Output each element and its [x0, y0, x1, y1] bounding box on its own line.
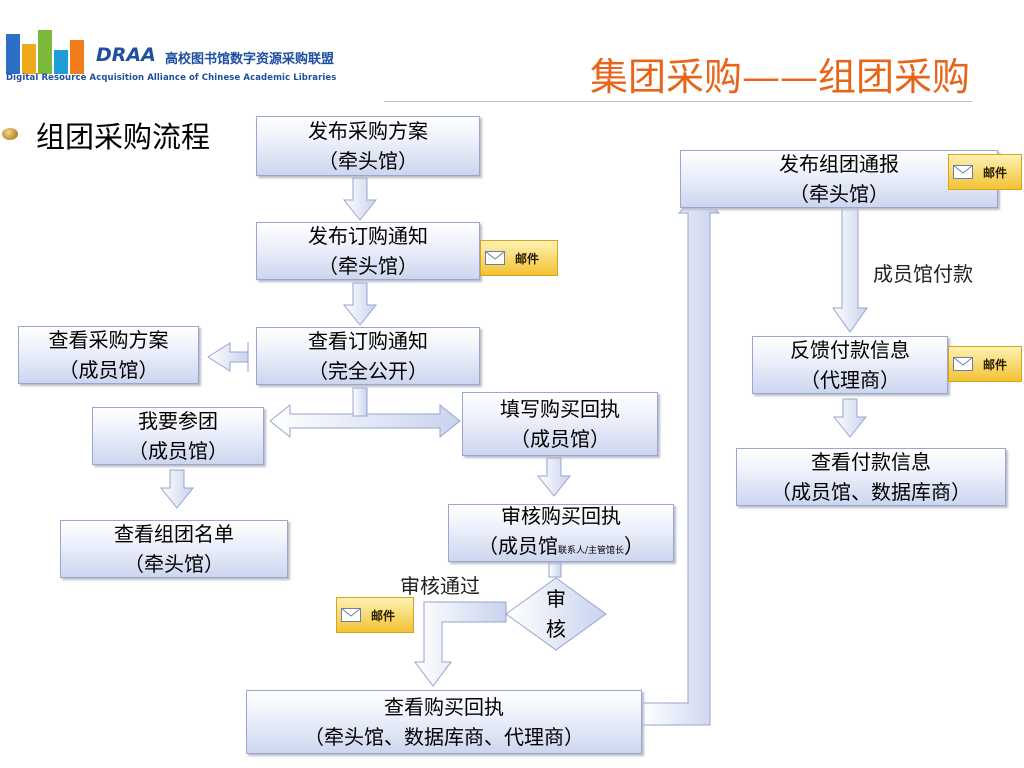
arrow-view-stub: [352, 387, 368, 417]
mail-label: 邮件: [371, 608, 396, 623]
box-line: （牵头馆）: [789, 182, 889, 206]
logo-main-text: DRAA: [96, 44, 156, 66]
box-line-small: 联系人/主管馆长: [557, 545, 625, 556]
box-view-plan: 查看采购方案 （成员馆）: [18, 326, 199, 384]
title-divider: [384, 101, 972, 102]
logo-chinese-text: 高校图书馆数字资源采购联盟: [165, 52, 335, 67]
diamond-label: 审 核: [536, 584, 576, 644]
box-publish-order: 发布订购通知 （牵头馆）: [256, 222, 480, 280]
arrow-order-to-view: [342, 282, 378, 326]
mail-badge: 邮件: [480, 240, 558, 276]
diamond-line: 审: [546, 587, 566, 611]
mail-badge: 邮件: [948, 154, 1022, 190]
arrow-receipt-to-report: [641, 190, 721, 726]
arrow-review-to-diamond: [548, 562, 562, 578]
box-line: （完全公开）: [308, 359, 428, 383]
page-title: 集团采购——组团采购: [589, 55, 970, 99]
arrow-feedback-to-payment: [832, 398, 868, 438]
envelope-icon: [953, 357, 973, 371]
box-view-list: 查看组团名单 （牵头馆）: [60, 520, 288, 578]
box-line-composite: （成员馆联系人/主管馆长）: [478, 531, 644, 566]
mail-badge: 邮件: [336, 597, 414, 633]
arrow-plan-to-order: [342, 177, 378, 221]
box-line: 我要参团: [138, 409, 218, 433]
box-line: 填写购买回执: [500, 397, 620, 421]
box-line: 发布组团通报: [779, 152, 899, 176]
box-line: （成员馆、数据库商）: [771, 480, 971, 504]
mail-label: 邮件: [983, 357, 1008, 372]
box-line: 审核购买回执: [501, 503, 621, 528]
box-line: （成员馆）: [128, 439, 228, 463]
box-line-main: （成员馆: [477, 533, 558, 558]
arrow-join-to-list: [159, 469, 195, 509]
arrow-fill-to-review: [536, 457, 572, 497]
box-line-end: ）: [624, 533, 645, 558]
box-view-receipt: 查看购买回执 （牵头馆、数据库商、代理商）: [246, 690, 642, 754]
box-line: 查看采购方案: [48, 328, 169, 352]
box-line: 查看购买回执: [384, 695, 504, 719]
box-join-group: 我要参团 （成员馆）: [92, 407, 264, 465]
diamond-line: 核: [546, 617, 566, 641]
box-line: 查看付款信息: [811, 450, 931, 474]
box-line: （牵头馆）: [318, 254, 418, 278]
box-line: 查看组团名单: [114, 522, 234, 546]
label-member-payment: 成员馆付款: [873, 262, 973, 286]
box-line: （成员馆）: [510, 427, 610, 451]
arrow-join-fill: [269, 403, 461, 439]
box-line: （成员馆）: [58, 358, 159, 382]
box-publish-report: 发布组团通报 （牵头馆）: [680, 150, 998, 208]
box-review-receipt: 审核购买回执 （成员馆联系人/主管馆长）: [448, 504, 674, 562]
box-publish-plan: 发布采购方案 （牵头馆）: [256, 116, 480, 176]
bullet-icon: [2, 128, 18, 140]
section-subtitle: 组团采购流程: [36, 120, 211, 154]
box-fill-receipt: 填写购买回执 （成员馆）: [462, 392, 658, 456]
review-diamond: [505, 577, 607, 651]
arrow-report-to-feedback: [832, 207, 868, 333]
box-line: 发布订购通知: [308, 224, 428, 248]
logo-english-text: Digital Resource Acquisition Alliance of…: [6, 73, 337, 83]
box-feedback-payment: 反馈付款信息 （代理商）: [752, 336, 948, 394]
mail-label: 邮件: [515, 251, 540, 266]
draa-logo-icon: [6, 30, 84, 74]
envelope-icon: [953, 165, 973, 179]
box-line: 发布采购方案: [308, 119, 428, 143]
mail-badge: 邮件: [948, 346, 1022, 382]
mail-label: 邮件: [983, 165, 1008, 180]
box-view-payment: 查看付款信息 （成员馆、数据库商）: [736, 448, 1006, 506]
arrow-diamond-to-receipt: [414, 601, 507, 687]
box-line: （牵头馆）: [124, 552, 224, 576]
box-line: （牵头馆、数据库商、代理商）: [304, 725, 584, 749]
box-line: 查看订购通知: [308, 329, 428, 353]
box-line: （代理商）: [800, 368, 900, 392]
label-review-passed: 审核通过: [400, 574, 480, 598]
box-line: （牵头馆）: [318, 149, 418, 173]
box-view-order: 查看订购通知 （完全公开）: [256, 327, 480, 385]
box-line: 反馈付款信息: [790, 338, 910, 362]
arrow-view-to-plan: [207, 342, 249, 372]
envelope-icon: [485, 251, 505, 265]
envelope-icon: [341, 608, 361, 622]
